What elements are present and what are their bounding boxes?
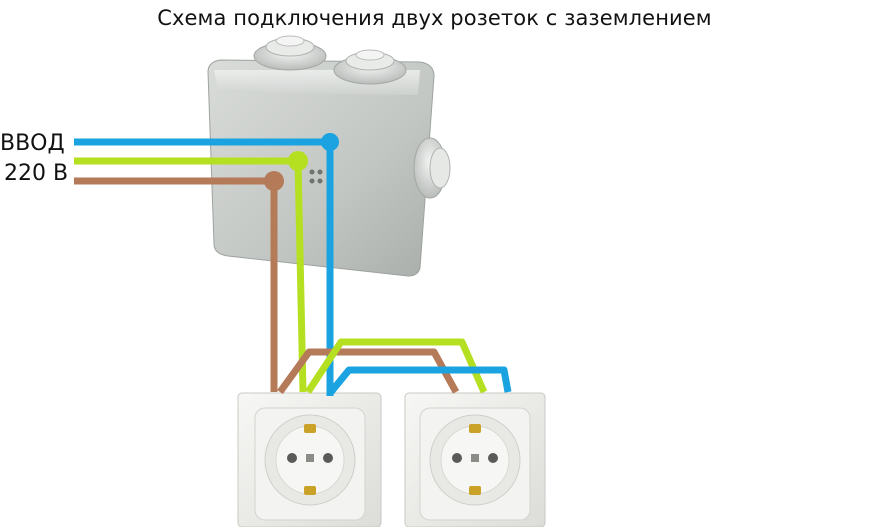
cable-gland-top-left xyxy=(253,35,327,71)
cable-gland-top-right xyxy=(333,49,407,85)
node-ground xyxy=(288,151,308,171)
input-label-voltage: 220 В xyxy=(4,161,69,186)
input-label-vvod: ВВОД xyxy=(0,131,65,156)
wire-neutral-bridge xyxy=(328,366,512,395)
junction-box xyxy=(207,35,451,277)
cable-gland-side xyxy=(413,137,451,199)
node-phase xyxy=(264,171,284,191)
socket-right xyxy=(404,392,546,527)
node-neutral xyxy=(321,133,339,151)
wire-ground-to-socket-left xyxy=(294,160,307,393)
socket-left xyxy=(237,392,382,527)
diagram-title: Схема подключения двух розеток с заземле… xyxy=(157,6,712,30)
